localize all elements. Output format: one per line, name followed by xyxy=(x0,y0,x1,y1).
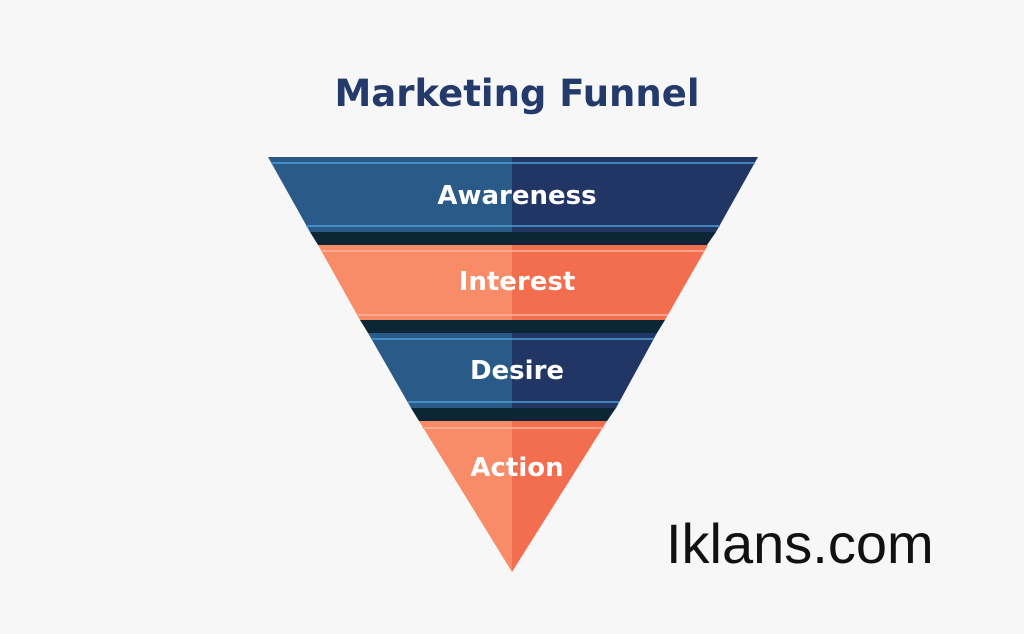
stage-action: Action xyxy=(419,421,607,572)
connector-2 xyxy=(360,320,665,333)
connector-1 xyxy=(310,232,716,245)
stage-awareness: Awareness xyxy=(268,157,758,232)
connector-3 xyxy=(411,408,616,421)
stage-interest: Interest xyxy=(318,245,708,320)
stage-desire: Desire xyxy=(368,333,657,408)
stage-label: Interest xyxy=(459,267,576,297)
stage-label: Action xyxy=(470,453,563,483)
stage-label: Awareness xyxy=(437,181,596,211)
stage-label: Desire xyxy=(470,356,564,386)
diagram-title: Marketing Funnel xyxy=(334,72,699,115)
watermark: Iklans.com xyxy=(666,512,934,575)
